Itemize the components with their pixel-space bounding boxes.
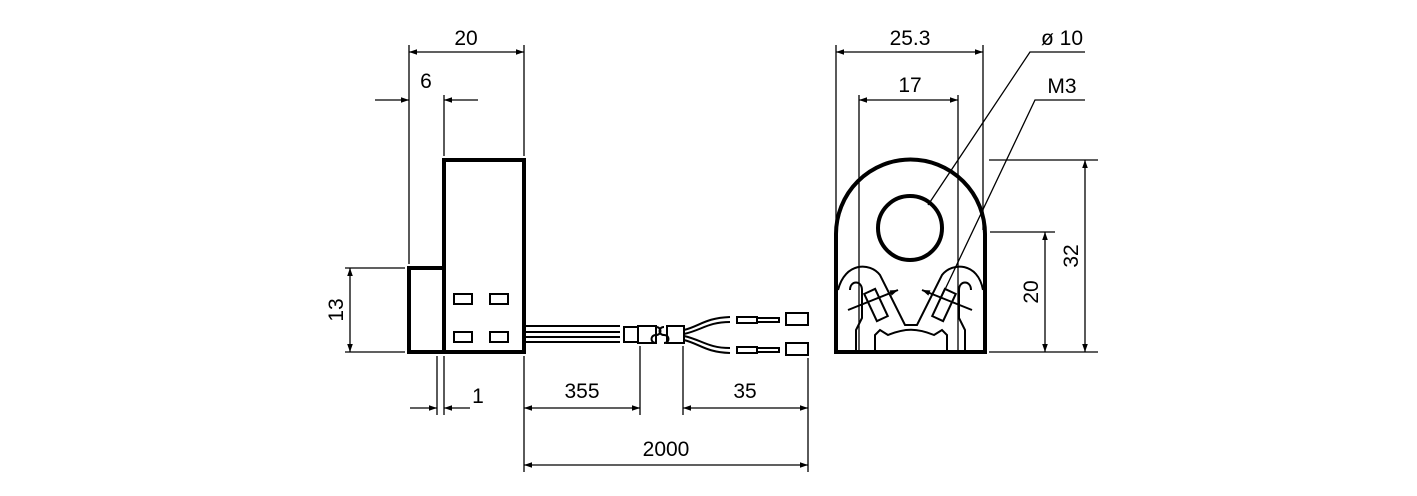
mount-height-label: 20 (1020, 280, 1043, 303)
mounting-flange (407, 266, 446, 354)
front-view: 25.3 17 ø 10 M3 32 20 (834, 27, 1098, 354)
terminal-slots (453, 293, 509, 343)
cable-first-length-label: 355 (564, 380, 599, 403)
hole-diameter-label: ø 10 (1041, 27, 1083, 50)
sensor-outline (834, 157, 987, 354)
total-height-label: 32 (1060, 244, 1083, 267)
offset-dimension-label: 1 (472, 385, 484, 408)
inner-width-label: 17 (898, 74, 921, 97)
flange-dimension-label: 6 (420, 70, 432, 93)
cable-total-length-label: 2000 (643, 438, 690, 461)
side-view: 20 6 13 1 355 35 2000 (325, 27, 809, 472)
thread-label: M3 (1047, 75, 1076, 98)
terminal-detail (837, 265, 984, 352)
cable-end-length-label: 35 (733, 380, 756, 403)
sensor-hole (876, 194, 944, 262)
sensor-body (442, 158, 526, 354)
cable (524, 312, 809, 356)
outer-width-label: 25.3 (890, 27, 931, 50)
flange-height-label: 13 (325, 298, 348, 321)
width-dimension-label: 20 (454, 27, 477, 50)
